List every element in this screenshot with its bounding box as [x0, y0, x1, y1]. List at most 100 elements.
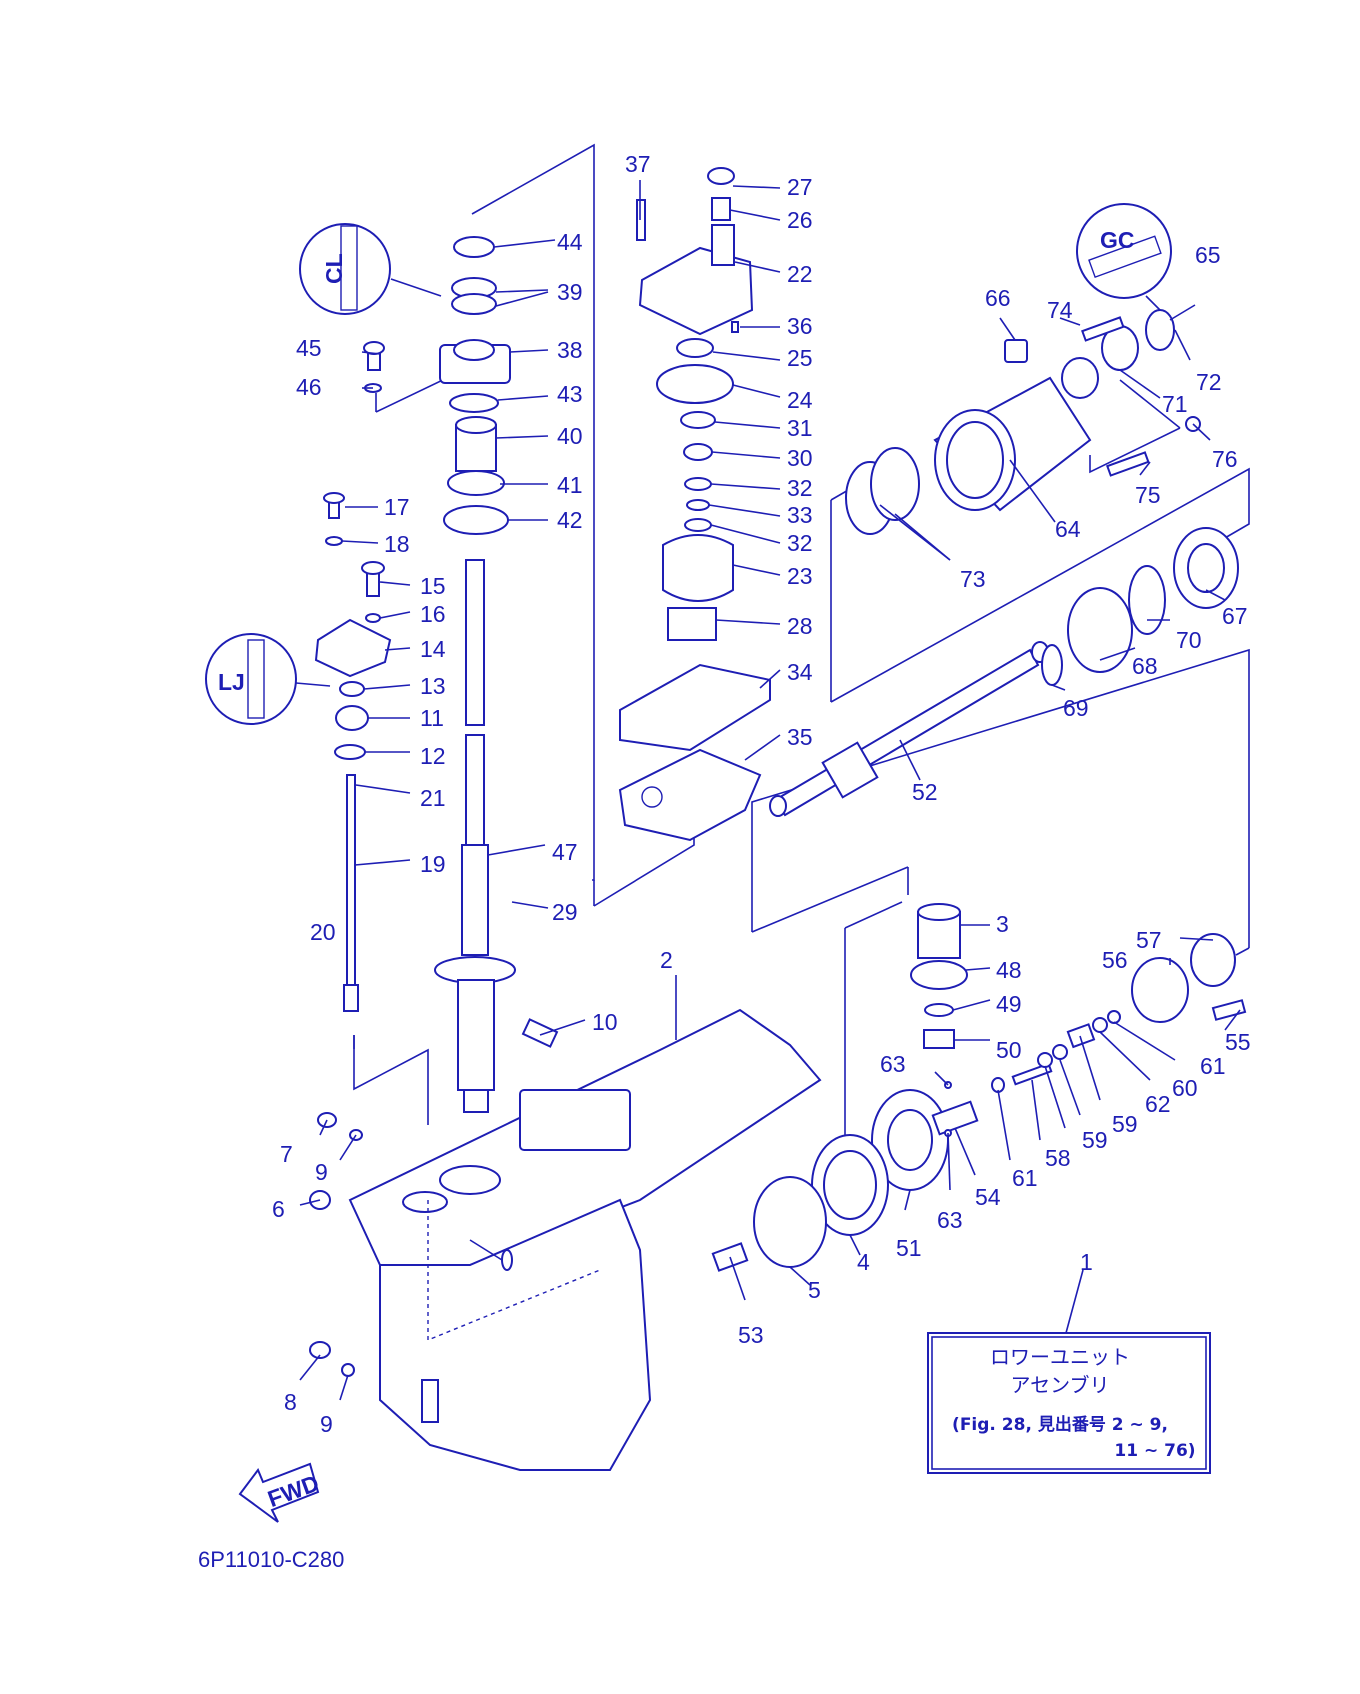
- callout-42: 42: [557, 507, 583, 533]
- callout-40: 40: [557, 423, 583, 449]
- callout-4: 4: [857, 1249, 870, 1275]
- callout-66: 66: [985, 285, 1011, 311]
- callout-13: 13: [420, 673, 446, 699]
- callout-35: 35: [787, 724, 813, 750]
- callout-27: 27: [787, 174, 813, 200]
- gear-clutch-group: [711, 903, 1247, 1272]
- lubricant-bubble-mid: LJ: [205, 633, 331, 725]
- callout-37: 37: [625, 151, 651, 177]
- callout-61a: 61: [1012, 1165, 1038, 1191]
- svg-text:GC: GC: [1100, 227, 1135, 253]
- callout-10: 10: [592, 1009, 618, 1035]
- assembly-name-line1: ロワーユニット: [990, 1345, 1130, 1369]
- assembly-name-line2: アセンブリ: [1011, 1373, 1110, 1397]
- callout-69: 69: [1063, 695, 1089, 721]
- callout-60: 60: [1172, 1075, 1198, 1101]
- callout-48: 48: [996, 957, 1022, 983]
- callout-8: 8: [284, 1389, 297, 1415]
- propeller-shaft-group: [769, 309, 1239, 817]
- callout-62: 62: [1145, 1091, 1171, 1117]
- callout-70: 70: [1176, 627, 1202, 653]
- callout-71: 71: [1162, 391, 1188, 417]
- callout-36: 36: [787, 313, 813, 339]
- callout-65: 65: [1195, 242, 1221, 268]
- callout-57: 57: [1136, 927, 1162, 953]
- callout-25: 25: [787, 345, 813, 371]
- callout-14: 14: [420, 636, 446, 662]
- callout-18: 18: [384, 531, 410, 557]
- callout-26: 26: [787, 207, 813, 233]
- callout-3: 3: [996, 911, 1009, 937]
- callout-21: 21: [420, 785, 446, 811]
- callout-22: 22: [787, 261, 813, 287]
- svg-text:CL: CL: [321, 253, 347, 284]
- water-pump-group: [618, 167, 771, 842]
- shift-rod-group: [314, 492, 392, 1012]
- callout-11: 11: [420, 705, 444, 731]
- diagram-code: 6P11010-C280: [198, 1547, 344, 1572]
- forward-arrow-label: FWD: [264, 1470, 322, 1512]
- callout-28: 28: [787, 613, 813, 639]
- callout-15: 15: [420, 573, 446, 599]
- callout-7: 7: [280, 1141, 293, 1167]
- callout-43: 43: [557, 381, 583, 407]
- callout-45: 45: [296, 335, 322, 361]
- callout-49: 49: [996, 991, 1022, 1017]
- lubricant-bubble-right: GC: [1076, 203, 1172, 311]
- callout-74: 74: [1047, 297, 1073, 323]
- callout-32a: 32: [787, 475, 813, 501]
- callout-6: 6: [272, 1196, 285, 1222]
- assembly-box: ロワーユニット アセンブリ (Fig. 28, 見出番号 2 ~ 9, 11 ~…: [927, 1332, 1211, 1474]
- callout-68: 68: [1132, 653, 1158, 679]
- callout-39: 39: [557, 279, 583, 305]
- callout-47: 47: [552, 839, 578, 865]
- callout-numbers: 1 2 3 4 5 6 7 8 9 9 10 11 12 13 14 15 16…: [272, 151, 1251, 1437]
- callout-55: 55: [1225, 1029, 1251, 1055]
- callout-58: 58: [1045, 1145, 1071, 1171]
- callout-2: 2: [660, 947, 673, 973]
- callout-59a: 59: [1082, 1127, 1108, 1153]
- callout-52: 52: [912, 779, 938, 805]
- callout-51: 51: [896, 1235, 922, 1261]
- assembly-reference-line1: (Fig. 28, 見出番号 2 ~ 9,: [952, 1414, 1168, 1435]
- callout-46: 46: [296, 374, 322, 400]
- callout-16: 16: [420, 601, 446, 627]
- callout-20: 20: [310, 919, 336, 945]
- callout-76: 76: [1212, 446, 1238, 472]
- callout-32b: 32: [787, 530, 813, 556]
- callout-29: 29: [552, 899, 578, 925]
- callout-31: 31: [787, 415, 813, 441]
- callout-73: 73: [960, 566, 986, 592]
- callout-72: 72: [1196, 369, 1222, 395]
- assembly-reference-line2: 11 ~ 76): [1114, 1441, 1195, 1461]
- lower-case-housing: [348, 1008, 822, 1471]
- callout-33: 33: [787, 502, 813, 528]
- callout-56: 56: [1102, 947, 1128, 973]
- callout-54: 54: [975, 1184, 1001, 1210]
- callout-9b: 9: [320, 1411, 333, 1437]
- callout-38: 38: [557, 337, 583, 363]
- drive-shaft-group: [434, 236, 516, 1113]
- callout-19: 19: [420, 851, 446, 877]
- callout-1: 1: [1080, 1249, 1093, 1275]
- callout-30: 30: [787, 445, 813, 471]
- leader-lines: [299, 180, 1241, 1401]
- callout-63a: 63: [880, 1051, 906, 1077]
- callout-34: 34: [787, 659, 813, 685]
- callout-17: 17: [384, 494, 410, 520]
- callout-41: 41: [557, 472, 583, 498]
- callout-75: 75: [1135, 482, 1161, 508]
- callout-9a: 9: [315, 1159, 328, 1185]
- callout-63b: 63: [937, 1207, 963, 1233]
- callout-61b: 61: [1200, 1053, 1226, 1079]
- callout-24: 24: [787, 387, 813, 413]
- callout-44: 44: [557, 229, 583, 255]
- callout-64: 64: [1055, 516, 1081, 542]
- forward-arrow-icon: FWD: [238, 1462, 322, 1523]
- lubricant-bubble-top: CL: [299, 223, 442, 315]
- callout-5: 5: [808, 1277, 821, 1303]
- callout-23: 23: [787, 563, 813, 589]
- callout-12: 12: [420, 743, 446, 769]
- svg-text:LJ: LJ: [218, 669, 245, 695]
